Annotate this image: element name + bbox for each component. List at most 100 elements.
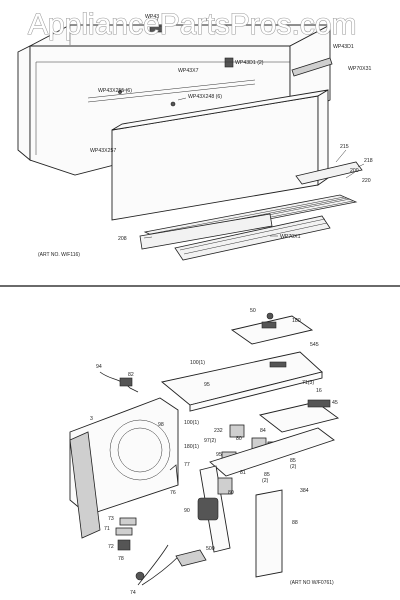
label-45: 45 [332,400,338,406]
label-72: 72 [108,544,114,550]
leader-line [335,149,347,163]
filter-line [183,222,328,255]
label-95-b: 95 [216,452,222,458]
screw-icon [118,90,122,94]
cover-plate [230,315,314,345]
side-panel-88 [255,489,283,578]
label-384: 384 [300,488,309,494]
label-81: 81 [240,470,246,476]
label-77: 77 [184,462,190,468]
label-wp-top: WP43 [145,14,159,20]
label-78: 78 [118,556,124,562]
label-2-b: (2) [290,464,297,470]
label-88: 88 [292,520,298,526]
fan-opening-inner [117,427,163,473]
switch-80 [229,424,245,438]
top-cabinet-assembly: WP43 WP43D1 (2) WP43X7 WP43D1 WP70X31 WP… [17,14,373,261]
watermark-logo: AppliancePartsPros.com [28,8,356,41]
mounting-bracket-edge [189,371,323,412]
label-16: 16 [316,388,322,394]
harness-wire [141,554,181,586]
cabinet-rail [87,79,256,99]
grille-base [139,213,273,250]
label-wp43d1: WP43D1 [333,44,354,50]
power-cord [99,371,139,393]
label-71-3: 71(3) [302,380,314,386]
label-200: 200 [350,168,359,174]
label-wp43x255: WP43X255 (6) [98,88,132,94]
label-wp70x1: WP70X1 [280,234,301,240]
label-95: 95 [204,382,210,388]
label-76: 76 [170,490,176,496]
label-73: 73 [108,516,114,522]
louver-line [149,196,345,235]
bracket-clip [224,57,234,68]
art-number-top: (ART NO. W/F116) [38,252,80,258]
label-180: 180 [292,318,301,324]
harness-connector [135,571,145,581]
bottom-control-assembly: 50 180 545 100(1) 94 82 95 71(3) 16 45 3… [69,308,340,596]
label-85-b: 85 [290,458,296,464]
label-74: 74 [130,590,136,596]
leader-line [155,17,159,28]
fan-opening [109,419,171,481]
label-3: 3 [90,416,93,422]
part-76 [169,464,179,486]
label-500: 500 [206,546,215,552]
insulator-500 [175,549,207,567]
terminal-block-45 [307,399,331,408]
screw-icon [170,101,176,107]
label-232: 232 [214,428,223,434]
leader-line [143,236,153,239]
label-98: 98 [158,422,164,428]
control-frame [209,427,335,477]
part-71 [115,527,133,536]
label-97-2: 97(2) [204,438,216,444]
harness-wire [137,544,169,586]
label-84: 84 [260,428,266,434]
label-180-1: 180(1) [184,444,199,450]
label-82: 82 [128,372,134,378]
cord-plug [119,377,133,387]
label-208: 208 [118,236,127,242]
label-90: 90 [184,508,190,514]
label-wp43x257: WP43X257 [90,148,116,154]
leader-line [177,97,187,101]
label-545: 545 [310,342,319,348]
shroud-side-panel [69,431,101,539]
label-wp43d1-2: WP43D1 (2) [235,60,264,66]
label-100-2: 100(1) [184,420,199,426]
label-71: 71 [104,526,110,532]
label-2: (2) [262,478,269,484]
leader-line [357,163,365,168]
part-72 [117,539,131,551]
art-number-bottom: (ART NO W/F0761) [290,580,334,586]
part-73 [119,517,137,526]
filter [174,215,331,261]
label-wp70x31: WP70X31 [348,66,371,72]
component-77 [217,477,233,495]
leader-line [345,171,356,179]
label-50: 50 [250,308,256,314]
label-215: 215 [340,144,349,150]
label-220: 220 [362,178,371,184]
label-80-b: 80 [228,490,234,496]
control-board [258,401,340,433]
filter-line [179,218,326,251]
capacitor-90 [197,497,219,521]
label-80: 80 [236,436,242,442]
label-94: 94 [96,364,102,370]
right-bracket [291,57,333,77]
cover-slot [261,321,277,329]
label-wp43x248: WP43X248 (6) [188,94,222,100]
cabinet-rail [87,83,256,103]
screw-50 [266,312,274,320]
label-85: 85 [264,472,270,478]
cabinet-left-flange [17,45,31,161]
bracket-slot [269,361,287,368]
label-218: 218 [364,158,373,164]
label-wp43x7: WP43X7 [178,68,199,74]
part-215 [295,161,363,185]
label-100-1: 100(1) [190,360,205,366]
